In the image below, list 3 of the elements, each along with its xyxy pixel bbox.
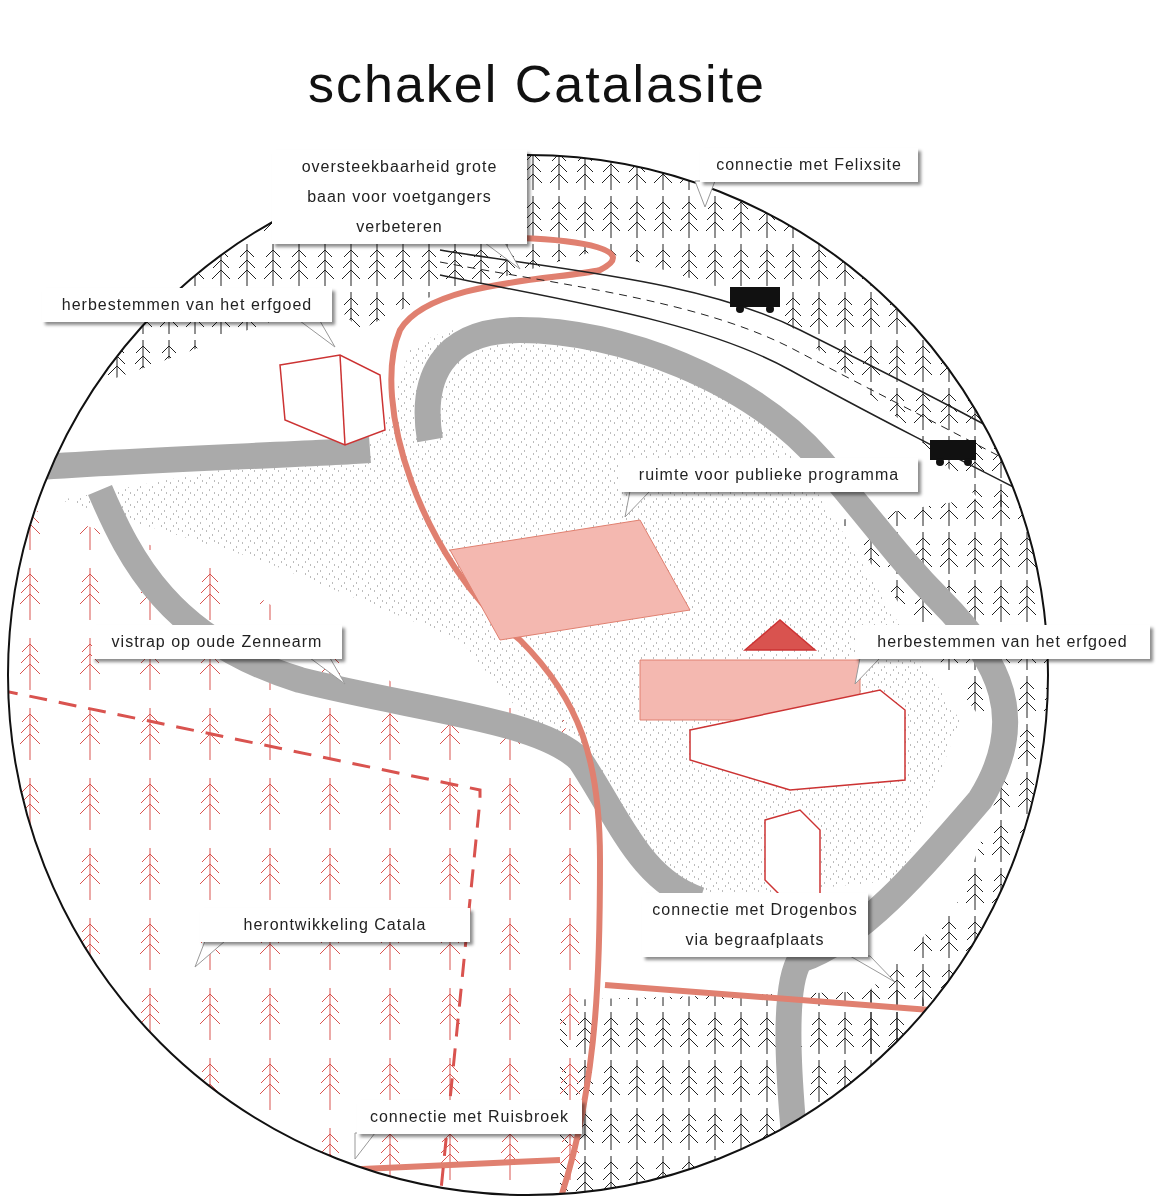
- map-title: schakel Catalasite: [308, 56, 766, 114]
- callout-label: oversteekbaarheid grote baan voor voetgangers verbeteren: [272, 150, 527, 244]
- callout-label: connectie met Felixsite: [700, 148, 918, 182]
